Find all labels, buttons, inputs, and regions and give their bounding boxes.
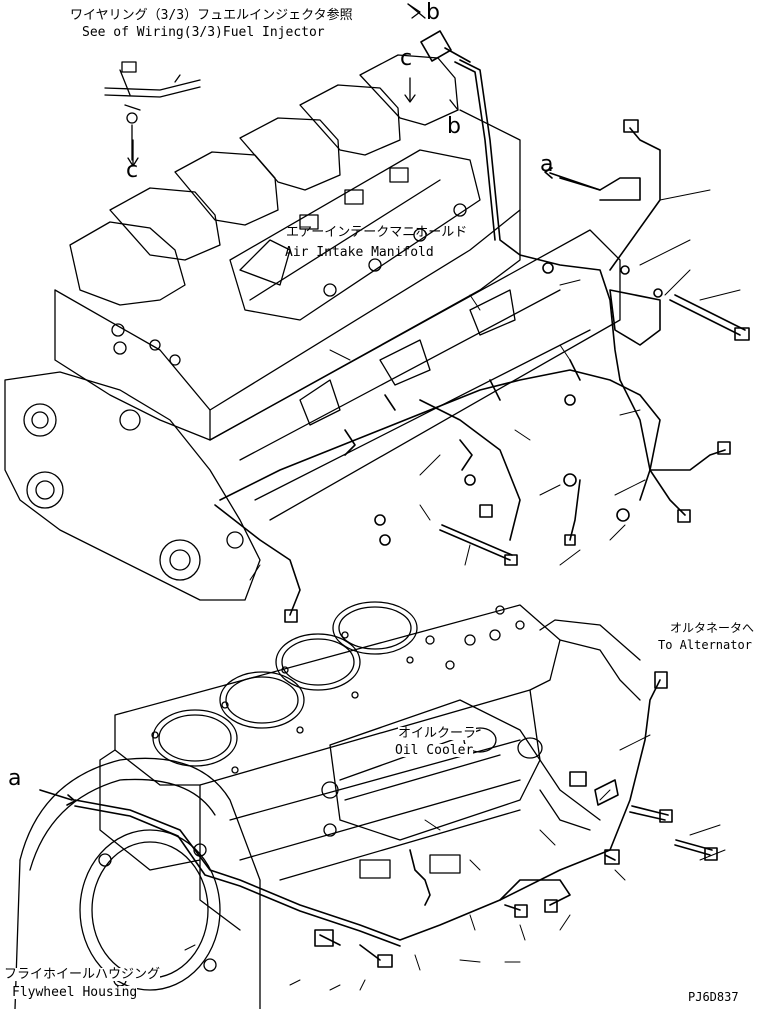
wiring-label-jp: ワイヤリング（3/3）フュエルインジェクタ参照 xyxy=(70,8,353,23)
oil-cooler-label-jp: オイルクーラ xyxy=(398,726,477,741)
ref-c-left: c xyxy=(126,158,139,183)
lower-wiring-harness xyxy=(39,671,718,968)
wiring-label-en: See of Wiring(3/3)Fuel Injector xyxy=(82,25,325,40)
reference-arrows xyxy=(127,3,459,167)
air-intake-label-en: Air Intake Manifold xyxy=(285,245,434,260)
flywheel-label-en: Flywheel Housing xyxy=(12,985,138,1000)
oil-cooler-label-en: Oil Cooler xyxy=(395,743,474,758)
upper-leader-lines xyxy=(249,189,741,581)
drawing-code: PJ6D837 xyxy=(688,990,739,1004)
upper-engine-head xyxy=(4,54,621,601)
alternator-label-en: To Alternator xyxy=(658,638,752,652)
ref-b-top: b xyxy=(426,0,440,25)
upper-wiring-harness xyxy=(214,30,750,623)
lower-leader-lines xyxy=(184,734,726,991)
ref-a-right: a xyxy=(540,152,554,177)
ref-a-left: a xyxy=(8,766,22,791)
lower-engine-block xyxy=(14,601,641,1009)
air-intake-label-jp: エアーインテークマニホールド xyxy=(286,225,468,240)
ref-c-top: c xyxy=(400,46,413,71)
alternator-label-jp: オルタネータへ xyxy=(670,621,755,635)
ref-b-mid: b xyxy=(447,114,461,139)
flywheel-label-jp: フライホイールハウジング xyxy=(4,967,161,982)
